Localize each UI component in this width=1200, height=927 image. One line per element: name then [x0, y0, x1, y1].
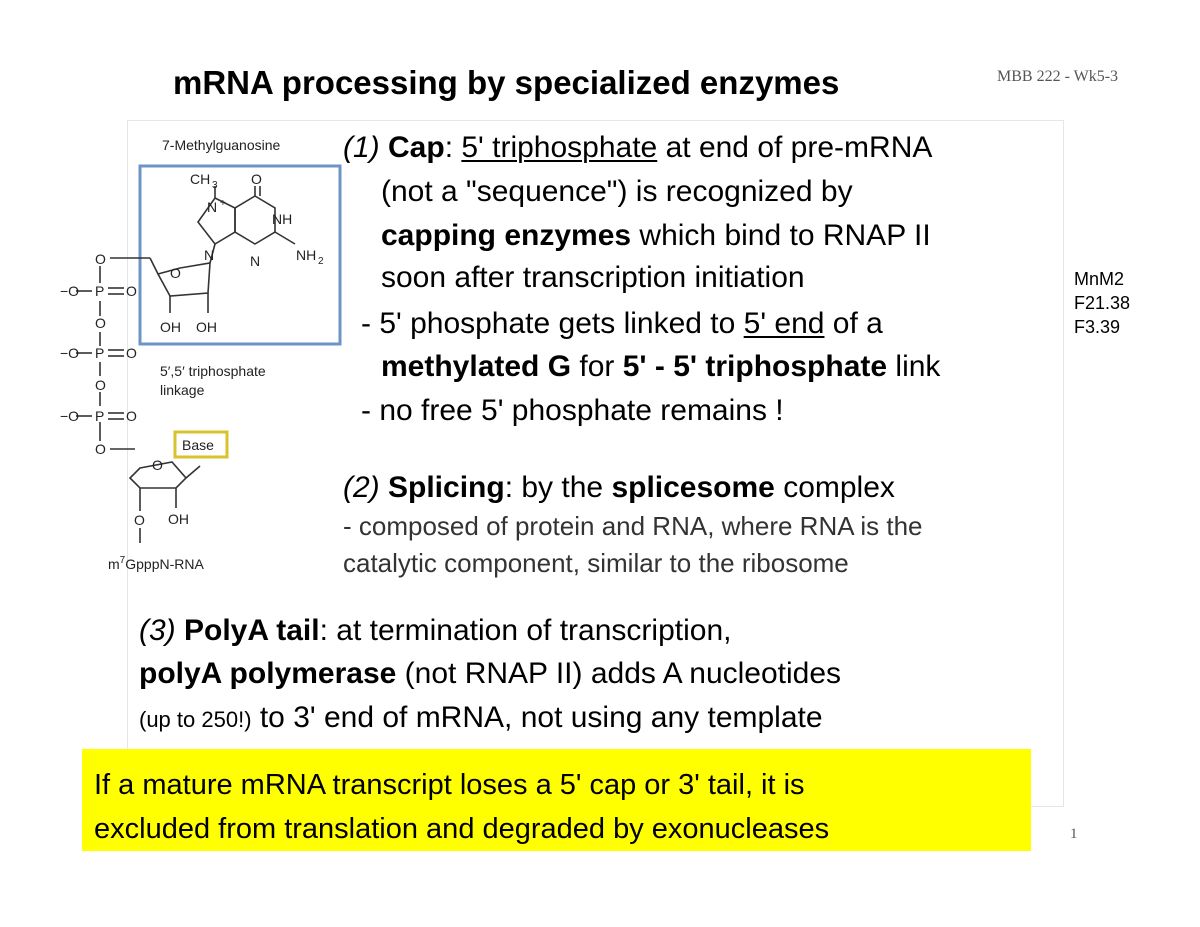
splicing-detail-2: catalytic component, similar to the ribo… — [343, 548, 849, 578]
svg-text:P: P — [95, 283, 104, 299]
svg-text:N: N — [250, 253, 260, 269]
cap-line-5: - 5' phosphate gets linked to 5' end of … — [361, 307, 883, 340]
cap-line-7: - no free 5' phosphate remains ! — [361, 394, 784, 427]
svg-text:N: N — [204, 247, 214, 263]
splicing-detail-1: - composed of protein and RNA, where RNA… — [343, 511, 923, 541]
linkage-label-line2: linkage — [160, 382, 205, 398]
svg-text:O: O — [95, 251, 106, 267]
svg-text:+: + — [220, 198, 226, 209]
m7g-cap-structure-figure: 7-Methylguanosine CH 3 O N + NH N N NH 2… — [60, 137, 342, 572]
svg-text:−O: −O — [60, 345, 79, 361]
ref-item: F21.38 — [1074, 293, 1131, 313]
slide-title: mRNA processing by specialized enzymes — [173, 64, 840, 101]
svg-text:O: O — [126, 283, 137, 299]
cap-line-2: (not a "sequence") is recognized by — [381, 175, 853, 208]
svg-text:O: O — [126, 408, 137, 424]
cap-line-4: soon after transcription initiation — [381, 261, 805, 294]
gpppn-rna-label: m7GpppN-RNA — [108, 555, 204, 572]
svg-text:−O: −O — [60, 408, 79, 424]
svg-text:P: P — [95, 345, 104, 361]
svg-text:OH: OH — [196, 319, 217, 335]
summary-highlight-box: If a mature mRNA transcript loses a 5' c… — [82, 749, 1031, 851]
svg-text:OH: OH — [160, 319, 181, 335]
methylguanosine-label: 7-Methylguanosine — [162, 137, 281, 153]
polya-line-3: (up to 250!) to 3' end of mRNA, not usin… — [139, 701, 823, 734]
textbook-references: MnM2 F21.38 F3.39 — [1074, 267, 1130, 339]
svg-text:P: P — [95, 408, 104, 424]
svg-text:CH: CH — [190, 171, 210, 187]
svg-text:O: O — [95, 377, 106, 393]
svg-text:−O: −O — [60, 283, 79, 299]
svg-text:O: O — [134, 512, 145, 528]
summary-line-1: If a mature mRNA transcript loses a 5' c… — [94, 769, 805, 801]
ref-item: MnM2 — [1074, 269, 1125, 289]
cap-line-6: methylated G for 5' - 5' triphosphate li… — [381, 350, 941, 383]
cap-line-1: (1) Cap: 5' triphosphate at end of pre-m… — [343, 131, 933, 164]
svg-text:NH: NH — [296, 247, 316, 263]
methylguanosine-box — [138, 164, 342, 346]
svg-text:N: N — [207, 199, 217, 215]
svg-text:2: 2 — [318, 256, 324, 267]
svg-text:O: O — [170, 265, 181, 281]
svg-text:O: O — [126, 345, 137, 361]
polya-line-2: polyA polymerase (not RNAP II) adds A nu… — [139, 657, 842, 690]
linkage-label-line1: 5′,5′ triphosphate — [160, 363, 266, 379]
svg-text:O: O — [251, 171, 262, 187]
polya-line-1: (3) PolyA tail: at termination of transc… — [139, 614, 732, 647]
svg-text:3: 3 — [212, 180, 218, 191]
course-label: MBB 222 - Wk5-3 — [997, 68, 1119, 85]
svg-text:O: O — [95, 315, 106, 331]
base-box — [173, 430, 229, 459]
base-label: Base — [182, 437, 214, 453]
svg-text:O: O — [152, 457, 163, 473]
ref-item: F3.39 — [1074, 317, 1121, 337]
summary-line-2: excluded from translation and degraded b… — [94, 813, 830, 845]
splicing-heading: (2) Splicing: by the splicesome complex — [343, 471, 895, 504]
svg-text:O: O — [95, 441, 106, 457]
svg-text:NH: NH — [272, 211, 292, 227]
svg-text:OH: OH — [168, 511, 189, 527]
page-number: 1 — [1070, 826, 1078, 842]
cap-line-3: capping enzymes which bind to RNAP II — [381, 219, 931, 252]
